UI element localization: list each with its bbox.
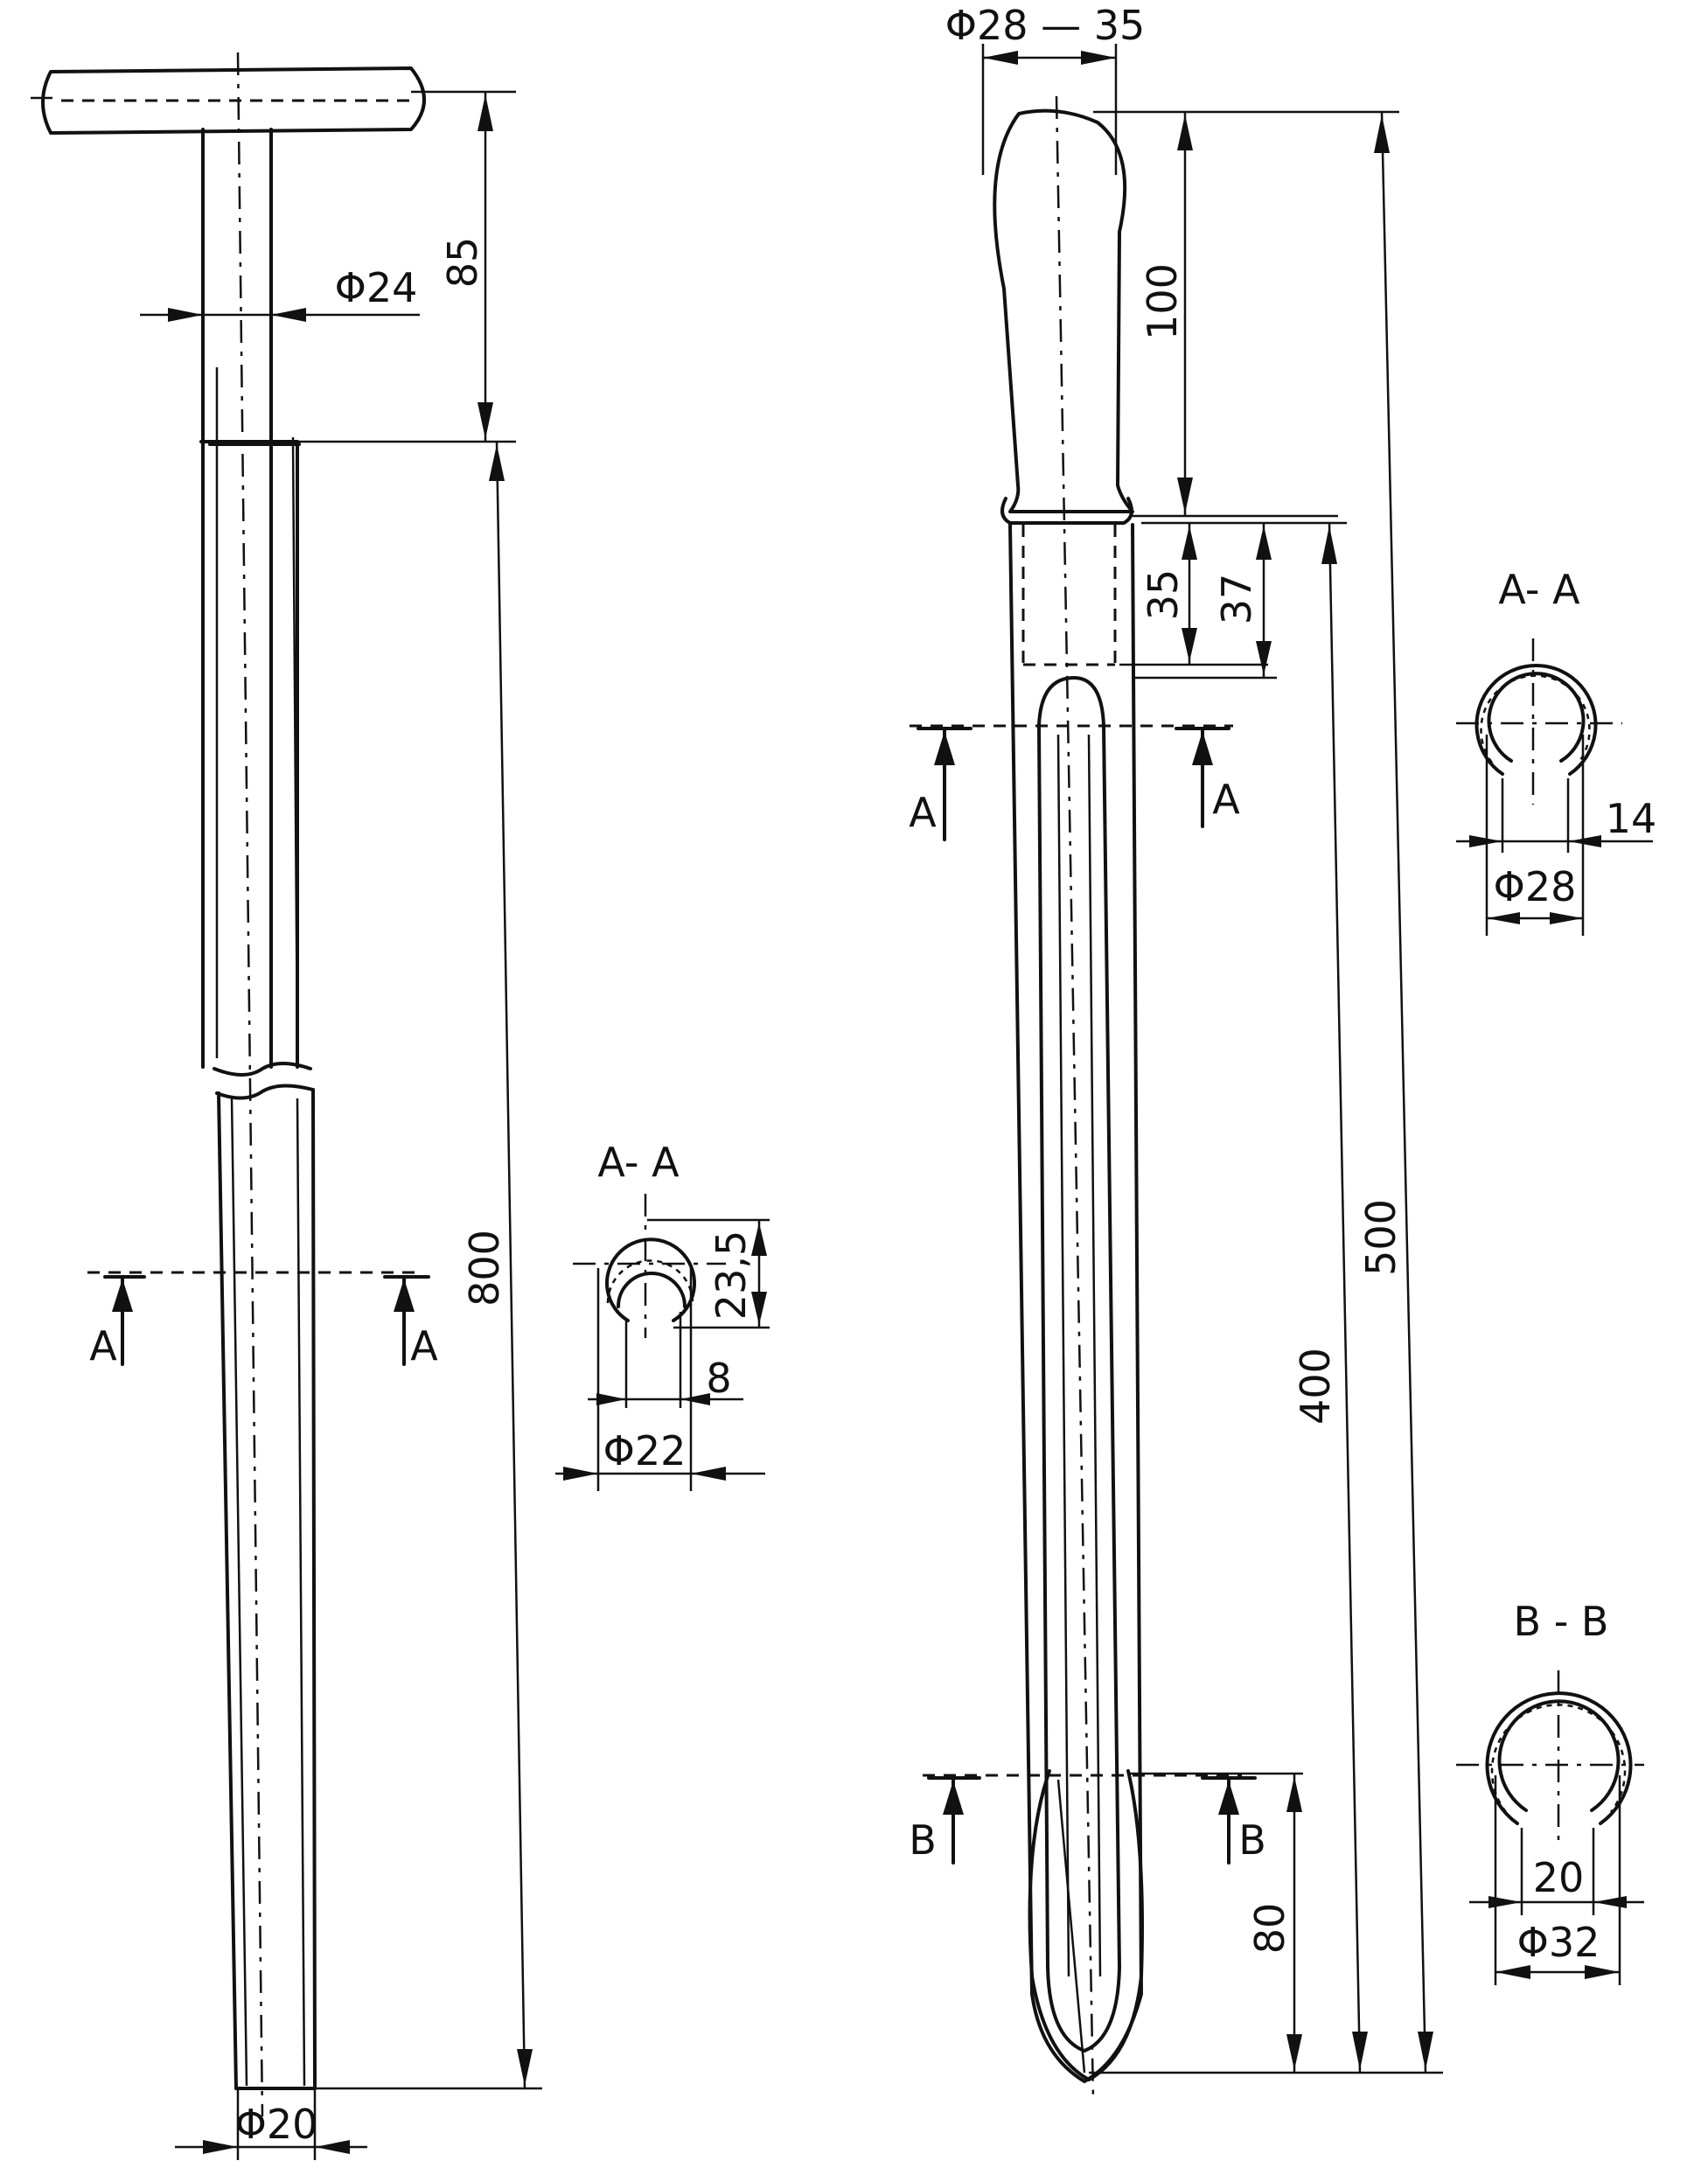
dim-23-5: 23,5 — [708, 1230, 755, 1320]
right-handle — [993, 108, 1134, 513]
right-section-aa: A- A 14 Φ28 — [1456, 566, 1656, 936]
dim-phi24: Φ24 — [335, 264, 418, 311]
left-section-ring — [605, 1237, 696, 1322]
dim-85: 85 — [439, 237, 486, 289]
right-section-a-title: A- A — [1498, 566, 1580, 613]
right-centerline — [1055, 95, 1095, 2100]
cut-mark-left-a: A — [89, 1322, 117, 1370]
dim-14: 14 — [1606, 795, 1657, 842]
cut-mark-right-tool-a-right: A — [1212, 776, 1240, 823]
right-tool: Φ28 — 35 100 35 — [909, 2, 1443, 2100]
cut-mark-b-left: B — [909, 1816, 937, 1864]
cut-mark-b-right: B — [1238, 1816, 1266, 1864]
left-centerline — [236, 52, 264, 2117]
right-section-bb: B - B 20 Φ32 — [1456, 1598, 1644, 1985]
right-section-b-title: B - B — [1514, 1598, 1609, 1645]
dim-phi20: Φ20 — [235, 2101, 318, 2148]
dim-800: 800 — [461, 1230, 508, 1307]
left-t-handle — [41, 66, 426, 135]
left-section-aa: A- A 23,5 8 Φ22 — [555, 1139, 770, 1491]
dim-37: 37 — [1213, 574, 1260, 625]
dim-phi22: Φ22 — [603, 1427, 687, 1474]
dim-phi32: Φ32 — [1517, 1919, 1600, 1966]
cut-mark-right-a: A — [410, 1322, 438, 1370]
cut-mark-right-tool-a-left: A — [909, 789, 937, 836]
left-break-bottom — [215, 1084, 315, 1100]
dim-35: 35 — [1140, 569, 1187, 621]
dim-80: 80 — [1246, 1903, 1293, 1955]
dim-500: 500 — [1357, 1199, 1405, 1276]
right-section-b-ring — [1485, 1691, 1633, 1825]
dim-20: 20 — [1533, 1854, 1585, 1901]
left-break-top — [213, 1062, 312, 1077]
right-blade-tip — [1028, 1769, 1144, 2081]
dim-phi28: Φ28 — [1494, 863, 1577, 910]
right-inner-scoop — [1037, 676, 1121, 2053]
dim-8: 8 — [706, 1355, 731, 1402]
dim-100: 100 — [1139, 263, 1186, 340]
right-outer-body — [1008, 523, 1143, 2083]
right-section-a-ring — [1474, 664, 1598, 776]
dim-phi28-35: Φ28 — 35 — [945, 2, 1146, 49]
dim-400: 400 — [1292, 1348, 1339, 1425]
left-tool: 85 Φ24 800 Φ20 A A — [31, 52, 542, 2160]
left-section-title: A- A — [597, 1139, 680, 1186]
